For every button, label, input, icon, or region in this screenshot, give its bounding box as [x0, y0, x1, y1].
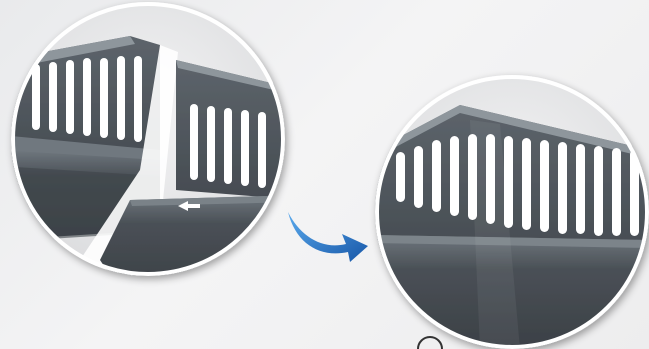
- duct-joined: [375, 105, 649, 349]
- curved-arrow-icon: [288, 212, 368, 262]
- before-view: [0, 2, 300, 290]
- ring-icon: [418, 337, 442, 349]
- after-view: [375, 75, 649, 349]
